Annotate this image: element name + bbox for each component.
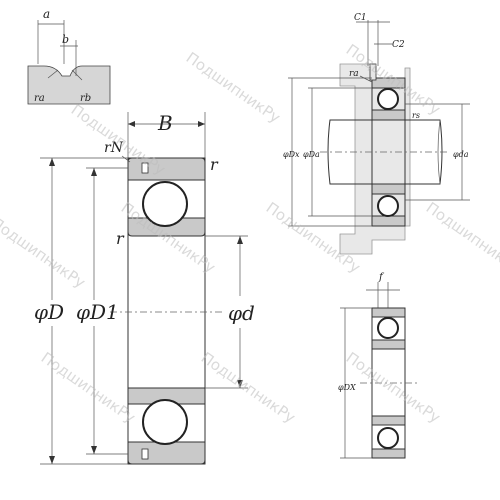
dim-B-arrow-left	[128, 121, 135, 127]
label-C1: C1	[354, 13, 367, 23]
label-ra2: ra	[349, 69, 359, 79]
outer-ring-bottom	[127, 441, 206, 465]
ra2-leader	[359, 75, 373, 83]
variant-outer-ring-top	[371, 307, 406, 318]
variant-ball-top	[377, 317, 399, 339]
label-b: b	[62, 33, 69, 46]
mount-outer-ring-top	[371, 77, 406, 89]
dim-D1-arrow-top	[91, 168, 97, 176]
dim-D1-arrow-bottom	[91, 446, 97, 454]
label-phiD: φD	[34, 300, 64, 324]
shoulder-detail: a b ra rb	[27, 7, 111, 105]
watermark-1: ПодшипникРу	[183, 49, 284, 127]
mount-ball-top	[377, 88, 399, 110]
label-r-inner: r	[116, 229, 125, 248]
variant-inner-ring-bottom	[371, 415, 406, 426]
label-phida: φda	[453, 150, 469, 159]
rb-leader	[71, 69, 83, 81]
watermark-10: ПодшипникРу	[38, 349, 139, 427]
label-rs: rs	[412, 111, 420, 120]
dim-D-arrow-bottom	[49, 456, 55, 464]
dim-B-arrow-right	[198, 121, 205, 127]
inner-ring-bottom	[127, 387, 206, 405]
snap-groove-bottom	[141, 448, 149, 460]
label-r-top: r	[210, 155, 219, 174]
mounting-detail: C1 C2 ra rs φDx φDa φda	[283, 13, 470, 255]
inner-ring-top	[127, 217, 206, 237]
snap-ring	[369, 63, 377, 81]
mount-outer-ring-bottom	[371, 215, 406, 227]
rN-leader	[121, 155, 131, 163]
variant-outer-ring-bottom	[371, 448, 406, 459]
snap-groove-top	[141, 162, 149, 174]
label-phiD1: φD1	[76, 300, 119, 324]
label-ra: ra	[34, 93, 45, 104]
watermark-6: ПодшипникРу	[0, 214, 89, 292]
label-phiDa: φDa	[303, 150, 320, 159]
main-section: B φD φD1	[34, 111, 255, 465]
variant-ball-bottom	[377, 427, 399, 449]
label-phid: φd	[228, 301, 255, 325]
mount-inner-ring-top	[371, 109, 406, 121]
dim-d-arrow-top	[237, 236, 243, 244]
mount-ball-bottom	[377, 195, 399, 217]
shoulder-section	[27, 65, 111, 105]
label-phiDX: φDX	[338, 383, 356, 392]
shaft-break	[437, 119, 441, 185]
label-C2: C2	[392, 40, 405, 50]
variant-detail: f φDX	[338, 272, 420, 459]
variant-inner-ring-top	[371, 339, 406, 350]
watermark-3: ПодшипникРу	[68, 101, 169, 179]
dim-d-arrow-bottom	[237, 380, 243, 388]
watermark-9: ПодшипникРу	[343, 349, 444, 427]
label-rb: rb	[80, 93, 91, 104]
dim-D-arrow-top	[49, 158, 55, 166]
ra-leader	[47, 69, 59, 79]
label-phiDx: φDx	[283, 150, 300, 159]
ball-bottom	[142, 399, 188, 445]
label-B: B	[157, 111, 173, 135]
label-rN: rN	[104, 140, 124, 156]
label-a: a	[43, 7, 50, 21]
label-f: f	[378, 272, 385, 283]
watermark-5: ПодшипникРу	[423, 199, 500, 277]
mount-inner-ring-bottom	[371, 183, 406, 195]
ball-top	[142, 181, 188, 227]
